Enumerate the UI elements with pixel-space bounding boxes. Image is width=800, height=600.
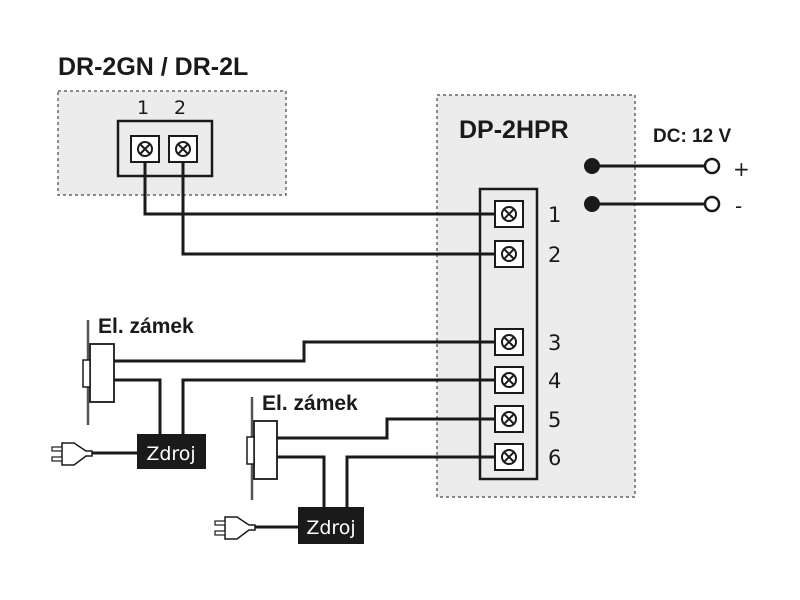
outdoor-terminal-label-2: 2 <box>174 97 186 119</box>
wire-lock2-supply <box>277 455 326 508</box>
electric-lock-icon <box>82 320 115 425</box>
wire-terminal-1 <box>143 163 495 216</box>
outdoor-terminal-label-1: 1 <box>137 97 149 119</box>
controller-screw-terminal-3 <box>494 328 524 356</box>
controller-screw-terminal-6 <box>494 443 524 471</box>
power-plus-sign: + <box>733 157 750 181</box>
screw-terminal-icon <box>168 135 198 163</box>
power-label: DC: 12 V <box>653 126 731 147</box>
power-node-plus <box>584 158 600 174</box>
controller-screw-terminal-5 <box>494 405 524 433</box>
electric-lock-icon <box>246 397 278 500</box>
power-terminal-plus <box>703 157 721 175</box>
controller-terminal-label-6: 6 <box>548 446 561 470</box>
wire-lock1-supply <box>114 378 162 437</box>
outdoor-station-title: DR-2GN / DR-2L <box>58 53 248 81</box>
controller-screw-terminal-4 <box>494 366 524 394</box>
wire-terminal-2 <box>181 163 495 256</box>
lock-2-label: El. zámek <box>262 392 358 415</box>
power-supply-2: Zdroj <box>298 507 364 544</box>
wire-terminal-4 <box>181 378 495 437</box>
controller-screw-terminal-1 <box>494 200 524 228</box>
controller-terminal-label-1: 1 <box>548 203 561 227</box>
controller-terminal-block <box>478 187 539 481</box>
wire-terminal-3 <box>114 340 495 363</box>
controller-terminal-label-4: 4 <box>548 369 561 393</box>
power-minus-sign: - <box>735 194 742 218</box>
wire-terminal-5 <box>277 417 495 440</box>
power-supply-2-label: Zdroj <box>306 517 355 539</box>
power-terminal-minus <box>703 195 721 213</box>
power-node-minus <box>584 196 600 212</box>
mains-plug-icon <box>214 516 256 540</box>
power-supply-1: Zdroj <box>137 434 206 469</box>
controller-terminal-label-3: 3 <box>548 331 561 355</box>
lock-1-label: El. zámek <box>98 315 194 338</box>
controller-terminal-label-2: 2 <box>548 243 561 267</box>
controller-terminal-label-5: 5 <box>548 408 561 432</box>
controller-title: DP-2HPR <box>459 116 569 144</box>
power-supply-1-label: Zdroj <box>146 443 195 465</box>
controller-screw-terminal-2 <box>494 240 524 268</box>
wire-terminal-6 <box>345 455 495 508</box>
outdoor-terminal-block <box>116 119 214 178</box>
screw-terminal-icon <box>130 135 160 163</box>
mains-plug-icon <box>51 442 93 466</box>
